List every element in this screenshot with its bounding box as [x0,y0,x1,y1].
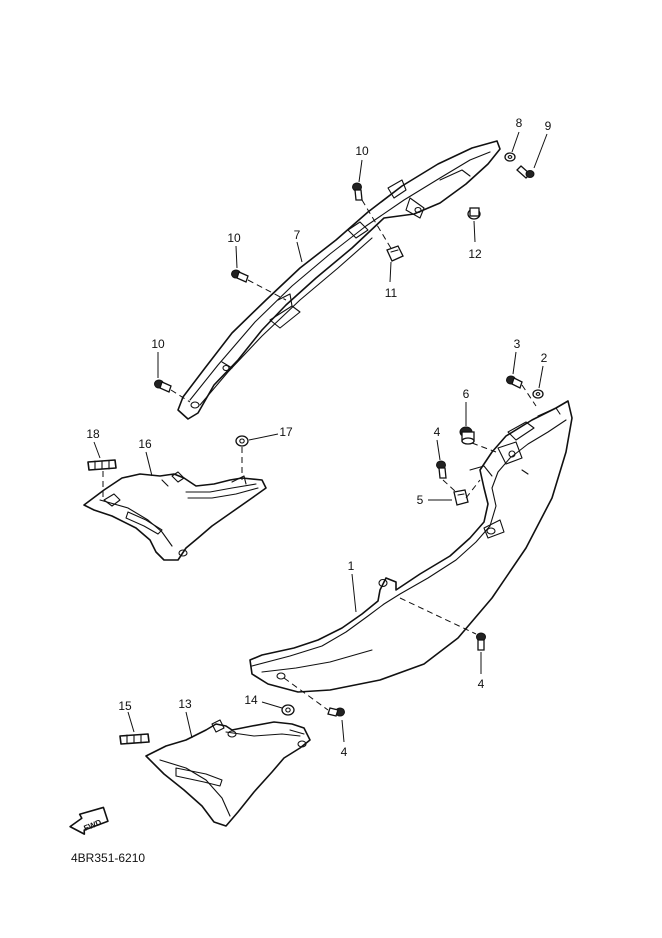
callout-10-middle: 10 [227,231,241,245]
callout-15: 15 [118,699,132,713]
screw-4-lower [327,707,345,717]
callout-17: 17 [279,425,293,439]
screw-10-bottom [154,379,172,393]
callout-8: 8 [516,116,523,130]
callout-5: 5 [417,493,424,507]
part-17-grommet [235,435,249,447]
callout-18: 18 [86,427,100,441]
collar-6 [459,426,475,445]
part-13-lower-panel [145,719,311,827]
screw-9 [516,165,535,179]
callout-3: 3 [514,337,521,351]
screw-10-top [352,182,363,201]
fwd-direction-arrow: FWD [69,806,109,835]
callout-14: 14 [244,693,258,707]
callout-9: 9 [545,119,552,133]
washer-2 [532,389,544,399]
part-18-strip [87,459,117,471]
washer-8 [504,152,516,162]
part-1-side-cover [249,400,573,693]
part-7-upper-rail-cover [177,140,501,420]
grommet-12 [467,207,481,220]
callout-11: 11 [385,286,398,300]
callout-7: 7 [294,228,301,242]
part-14-grommet [281,704,295,716]
callout-10-top: 10 [355,144,369,158]
screw-4-upper [436,460,447,479]
part-16-side-panel [83,471,267,561]
part-15-strip [119,733,150,745]
callout-16: 16 [138,437,152,451]
callout-4-lower: 4 [341,745,348,759]
screw-4-right [476,632,486,651]
callout-2: 2 [541,351,548,365]
callout-4-right: 4 [478,677,485,691]
callout-4-upper: 4 [434,425,441,439]
callout-13: 13 [178,697,192,711]
callout-1: 1 [348,559,355,573]
callout-10-bottom: 10 [151,337,165,351]
nut-11 [386,245,404,262]
screw-3 [506,375,523,389]
screw-10-middle [231,269,249,283]
diagram-code: 4BR351-6210 [71,851,145,865]
callout-labels: 8 9 10 7 10 12 11 10 3 2 6 17 4 18 16 5 … [86,116,551,759]
nut-5 [453,489,469,506]
callout-6: 6 [463,387,470,401]
callout-12: 12 [468,247,482,261]
